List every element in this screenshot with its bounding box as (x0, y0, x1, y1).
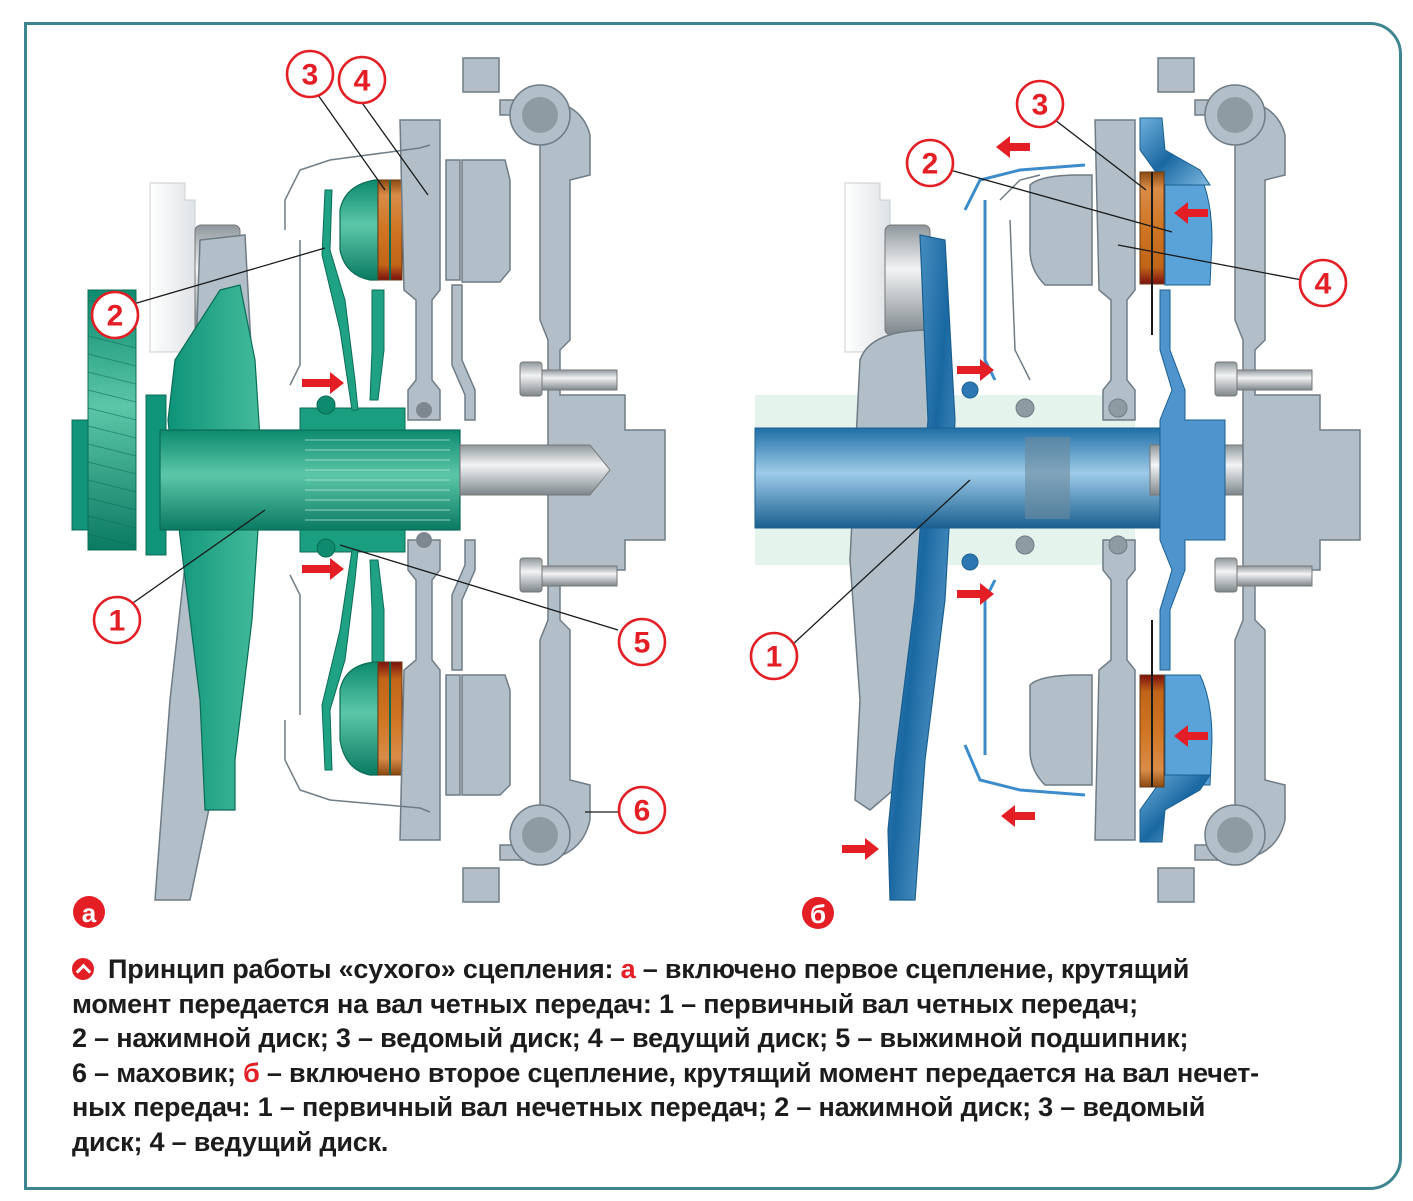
figure-caption: Принцип работы «сухого» сцепления: а – в… (72, 952, 1362, 1159)
svg-text:5: 5 (634, 627, 651, 660)
svg-text:4: 4 (1315, 268, 1332, 301)
engine-block (844, 182, 891, 353)
svg-text:2: 2 (922, 148, 939, 181)
callout-2: 2 (90, 290, 140, 340)
svg-text:4: 4 (354, 65, 371, 98)
callout-3: 3 (285, 49, 335, 99)
force-arrow (302, 372, 344, 394)
input-shaft-odd (754, 427, 1176, 529)
hub-odd (1159, 289, 1226, 671)
drive-plate-bottom (1094, 539, 1136, 841)
svg-text:1: 1 (109, 605, 126, 638)
callout-6: 6 (617, 785, 667, 835)
caption-line-3: 2 – нажимной диск; 3 – ведомый диск; 4 –… (72, 1023, 1189, 1053)
caption-line-4: 6 – маховик; б – включено второе сцеплен… (72, 1057, 1259, 1088)
pressure-plate-odd-bottom (1164, 674, 1213, 786)
drive-plate-bottom (399, 539, 441, 841)
pressure-plate-bottom (339, 661, 379, 776)
caption-line-5: ных передач: 1 – первичный вал нечетных … (72, 1092, 1206, 1122)
callout-4: 4 (1298, 258, 1348, 308)
release-fork (167, 284, 263, 811)
drive-plate-top (1094, 119, 1136, 421)
diaphragm-spring-bottom (321, 549, 359, 771)
callout-4: 4 (337, 55, 387, 105)
chevron-up-icon (72, 958, 94, 980)
pressure-plate-odd-bottom (461, 674, 511, 796)
drive-plate-top (399, 119, 441, 421)
caption-panel-a-ref: а (620, 954, 636, 984)
callout-1: 1 (749, 631, 799, 681)
svg-text:3: 3 (302, 59, 319, 92)
svg-text:а: а (82, 898, 97, 928)
callout-3: 3 (1015, 79, 1065, 129)
pressure-plate-odd-top (461, 159, 511, 283)
caption-line-2: момент передается на вал четных передач:… (72, 988, 1138, 1019)
caption-line-6: диск; 4 – ведущий диск. (72, 1126, 389, 1157)
caption-panel-b-ref: б (243, 1057, 260, 1088)
panel-a: 3 4 2 1 5 6 а (71, 49, 667, 928)
shaft-splines (305, 439, 450, 521)
force-arrow (302, 558, 344, 580)
clutch-diagram: 3 4 2 1 5 6 а (71, 49, 1361, 929)
pressure-plate-odd-top (1164, 174, 1213, 286)
svg-text:б: б (810, 899, 826, 929)
panel-b-badge: б (802, 897, 834, 929)
svg-text:6: 6 (634, 795, 651, 828)
callout-5: 5 (617, 617, 667, 667)
svg-text:3: 3 (1032, 89, 1049, 122)
caption-line-1: Принцип работы «сухого» сцепления: а – в… (72, 952, 1362, 987)
pressure-plate-top (339, 179, 379, 281)
callout-1: 1 (92, 595, 142, 645)
odd-shaft-tip (459, 444, 611, 496)
release-fork-odd (887, 234, 956, 901)
panel-a-badge: а (73, 896, 105, 928)
diaphragm-spring-top (321, 189, 359, 411)
svg-text:2: 2 (107, 300, 124, 333)
panel-b: 3 2 4 1 б (749, 57, 1361, 929)
svg-text:1: 1 (766, 641, 783, 674)
engine-block (149, 182, 196, 353)
callout-2: 2 (905, 138, 955, 188)
